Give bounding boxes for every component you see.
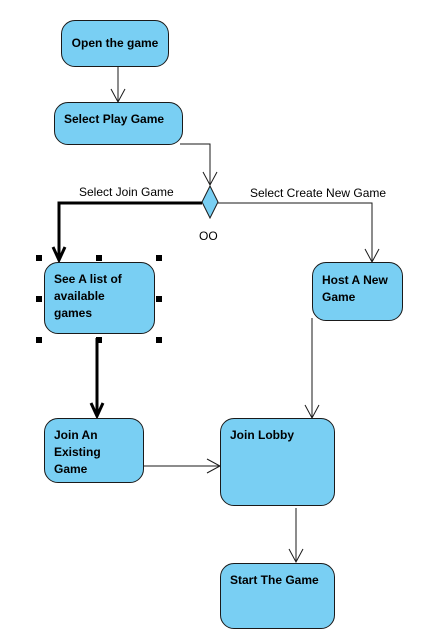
node-host-new-game[interactable]: Host A New Game (312, 262, 403, 321)
arrowhead (89, 402, 105, 420)
edge-decision-to-list[interactable] (57, 201, 202, 260)
edge-label-join-game: Select Join Game (79, 185, 174, 199)
node-join-lobby[interactable]: Join Lobby (220, 418, 335, 506)
node-open-game[interactable]: Open the game (61, 20, 169, 67)
edge-label-create-game: Select Create New Game (250, 186, 387, 200)
selection-handle-left[interactable] (36, 296, 42, 302)
selection-handle-top-left[interactable] (36, 255, 42, 261)
arrowhead (288, 548, 304, 564)
selection-handle-top[interactable] (96, 255, 102, 261)
arrowhead (51, 246, 67, 264)
edge-select-to-decision[interactable] (180, 143, 211, 185)
selection-handle-bottom-right[interactable] (156, 337, 162, 343)
node-see-list[interactable]: See A list of available games (44, 262, 155, 334)
selection-handle-bottom[interactable] (96, 337, 102, 343)
node-select-play-game[interactable]: Select Play Game (54, 102, 183, 145)
decision-diamond[interactable] (201, 184, 219, 220)
node-join-existing-game[interactable]: Join An Existing Game (44, 418, 144, 483)
decision-label: OO (199, 229, 218, 243)
selection-handle-top-right[interactable] (156, 255, 162, 261)
selection-handle-right[interactable] (156, 296, 162, 302)
selection-handle-bottom-left[interactable] (36, 337, 42, 343)
node-start-game[interactable]: Start The Game (220, 563, 335, 629)
edge-decision-to-host[interactable] (218, 202, 373, 262)
